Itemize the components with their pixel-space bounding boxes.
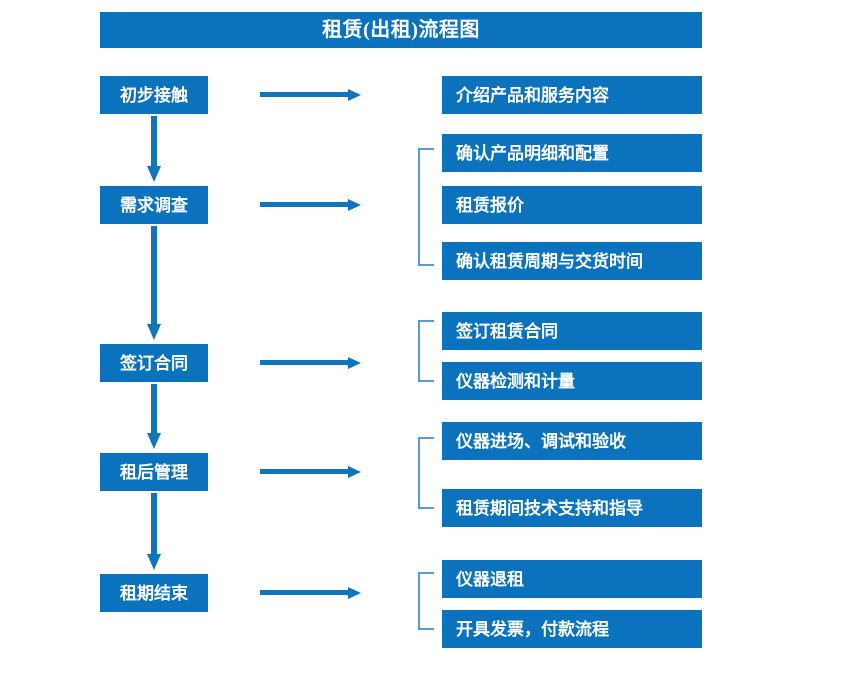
detail-box-4[interactable]: 确认租赁周期与交货时间 [442,242,702,280]
stage-label-4: 租后管理 [120,462,188,482]
stage-label-5: 租期结束 [120,583,188,603]
detail-label-1: 介绍产品和服务内容 [456,85,609,105]
horizontal-arrow-icon-4 [260,465,362,479]
detail-label-6: 仪器检测和计量 [456,371,575,391]
detail-box-7[interactable]: 仪器进场、调试和验收 [442,422,702,460]
stage-box-4[interactable]: 租后管理 [100,453,208,491]
detail-box-1[interactable]: 介绍产品和服务内容 [442,76,702,114]
detail-box-10[interactable]: 开具发票，付款流程 [442,610,702,648]
detail-box-2[interactable]: 确认产品明细和配置 [442,134,702,172]
detail-label-7: 仪器进场、调试和验收 [456,431,626,451]
group-bracket-3 [418,437,434,509]
detail-label-9: 仪器退租 [456,569,524,589]
detail-box-8[interactable]: 租赁期间技术支持和指导 [442,489,702,527]
stage-label-2: 需求调查 [120,195,188,215]
diagram-title: 租赁(出租)流程图 [322,19,480,41]
detail-box-6[interactable]: 仪器检测和计量 [442,362,702,400]
detail-box-5[interactable]: 签订租赁合同 [442,312,702,350]
detail-label-10: 开具发票，付款流程 [456,619,609,639]
detail-box-9[interactable]: 仪器退租 [442,560,702,598]
stage-box-3[interactable]: 签订合同 [100,344,208,382]
horizontal-arrow-icon-5 [260,586,362,600]
horizontal-arrow-icon-1 [260,88,362,102]
stage-label-1: 初步接触 [120,85,188,105]
group-bracket-4 [418,572,434,630]
vertical-arrow-icon-2 [146,226,162,342]
detail-box-3[interactable]: 租赁报价 [442,186,702,224]
detail-label-2: 确认产品明细和配置 [456,143,609,163]
group-bracket-1 [418,148,434,266]
horizontal-arrow-icon-3 [260,356,362,370]
vertical-arrow-icon-4 [146,493,162,572]
detail-label-4: 确认租赁周期与交货时间 [456,251,643,271]
horizontal-arrow-icon-2 [260,198,362,212]
vertical-arrow-icon-3 [146,384,162,451]
vertical-arrow-icon-1 [146,116,162,184]
detail-label-5: 签订租赁合同 [456,321,558,341]
detail-label-3: 租赁报价 [456,195,524,215]
group-bracket-2 [418,320,434,382]
stage-box-5[interactable]: 租期结束 [100,574,208,612]
diagram-title-bar: 租赁(出租)流程图 [100,12,702,48]
detail-label-8: 租赁期间技术支持和指导 [456,498,643,518]
stage-label-3: 签订合同 [120,353,188,373]
stage-box-1[interactable]: 初步接触 [100,76,208,114]
stage-box-2[interactable]: 需求调查 [100,186,208,224]
